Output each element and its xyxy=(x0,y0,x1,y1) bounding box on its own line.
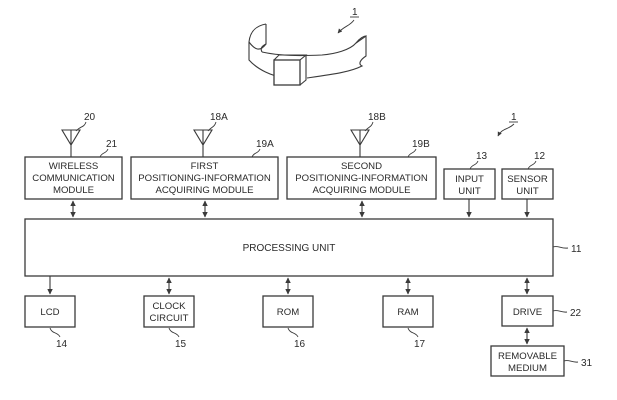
device-ref-leader xyxy=(337,19,355,34)
svg-text:INPUT: INPUT xyxy=(455,174,484,185)
wristband-device-illustration xyxy=(248,23,367,86)
processing-unit: PROCESSING UNIT 11 xyxy=(24,218,582,277)
ref-label: 16 xyxy=(294,339,306,350)
ref-label: 14 xyxy=(56,339,68,350)
svg-text:WIRELESS: WIRELESS xyxy=(49,161,99,172)
removable-medium-block: REMOVABLE MEDIUM 31 xyxy=(490,345,593,377)
svg-text:SECOND: SECOND xyxy=(341,161,382,172)
antenna-ref-label: 18B xyxy=(368,112,386,123)
svg-text:MODULE: MODULE xyxy=(53,185,94,196)
system-ref-leader xyxy=(497,123,515,137)
system-ref-label: 1 xyxy=(511,112,517,123)
drive-block: DRIVE 22 xyxy=(501,295,582,327)
ref-label: 17 xyxy=(414,339,426,350)
svg-text:CIRCUIT: CIRCUIT xyxy=(150,313,189,324)
svg-text:POSITIONING-INFORMATION: POSITIONING-INFORMATION xyxy=(138,173,271,184)
antenna-icon xyxy=(61,129,81,157)
svg-text:SENSOR: SENSOR xyxy=(507,174,548,185)
svg-text:POSITIONING-INFORMATION: POSITIONING-INFORMATION xyxy=(295,173,428,184)
svg-text:COMMUNICATION: COMMUNICATION xyxy=(32,173,114,184)
svg-text:LCD: LCD xyxy=(40,307,59,318)
clock-circuit-block: CLOCK CIRCUIT 15 xyxy=(143,295,195,350)
svg-text:ACQUIRING MODULE: ACQUIRING MODULE xyxy=(155,185,253,196)
lcd-block: LCD 14 xyxy=(24,295,76,350)
ref-label: 12 xyxy=(534,151,546,162)
ref-label: 13 xyxy=(476,151,488,162)
ram-block: RAM 17 xyxy=(382,295,434,350)
first-positioning-module: FIRST POSITIONING-INFORMATION ACQUIRING … xyxy=(130,139,279,200)
antenna-icon xyxy=(350,129,370,157)
svg-text:RAM: RAM xyxy=(397,307,418,318)
antenna-ref-label: 20 xyxy=(84,112,96,123)
svg-text:REMOVABLE: REMOVABLE xyxy=(498,351,557,362)
input-unit: INPUT UNIT 13 xyxy=(443,151,496,200)
ref-label: 22 xyxy=(570,308,582,319)
svg-text:ACQUIRING MODULE: ACQUIRING MODULE xyxy=(312,185,410,196)
svg-text:UNIT: UNIT xyxy=(458,186,481,197)
ref-label: 19B xyxy=(412,139,430,150)
svg-text:FIRST: FIRST xyxy=(191,161,219,172)
svg-text:MEDIUM: MEDIUM xyxy=(508,363,547,374)
processing-unit-label: PROCESSING UNIT xyxy=(243,243,336,254)
device-ref-label: 1 xyxy=(352,7,358,18)
antenna-ref-label: 18A xyxy=(210,112,228,123)
ref-label: 19A xyxy=(256,139,274,150)
ref-leader xyxy=(552,246,569,249)
antenna-icon xyxy=(193,129,213,157)
antenna-first: 18A xyxy=(193,112,228,157)
svg-text:UNIT: UNIT xyxy=(516,186,539,197)
ref-label: 15 xyxy=(175,339,187,350)
antenna-second: 18B xyxy=(350,112,386,157)
ref-label: 31 xyxy=(581,358,593,369)
antenna-wireless: 20 xyxy=(61,112,96,157)
svg-text:DRIVE: DRIVE xyxy=(513,307,542,318)
svg-text:CLOCK: CLOCK xyxy=(152,301,186,312)
rom-block: ROM 16 xyxy=(262,295,314,350)
ref-label: 21 xyxy=(106,139,118,150)
second-positioning-module: SECOND POSITIONING-INFORMATION ACQUIRING… xyxy=(286,139,437,200)
sensor-unit: SENSOR UNIT 12 xyxy=(501,151,554,200)
svg-text:ROM: ROM xyxy=(277,307,299,318)
ref-label: 11 xyxy=(571,244,582,255)
wireless-communication-module: WIRELESS COMMUNICATION MODULE 21 xyxy=(24,139,123,200)
